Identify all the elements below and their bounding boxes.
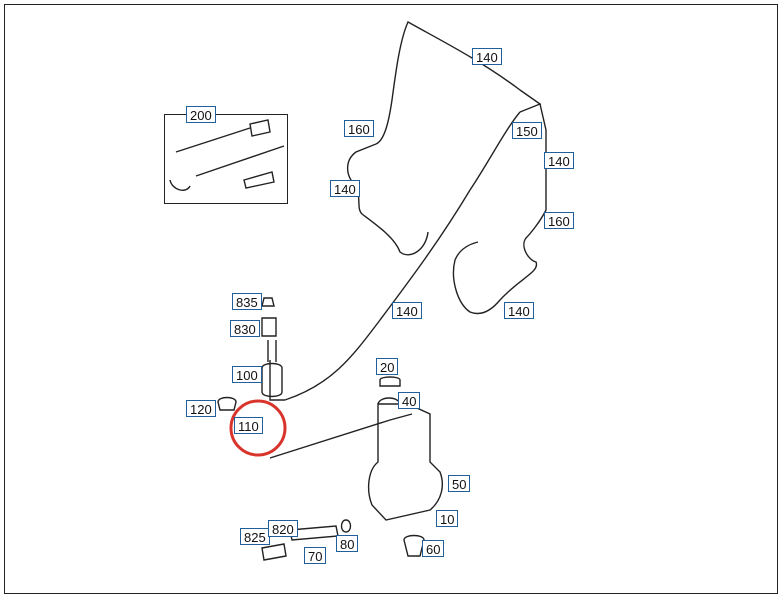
- label-part-20[interactable]: 20: [376, 358, 399, 375]
- fitting-825: [261, 543, 287, 561]
- tank-neck: [377, 397, 401, 405]
- label-part-40[interactable]: 40: [398, 392, 421, 409]
- kit-clip: [169, 179, 191, 191]
- connector-835: [261, 297, 275, 307]
- tank-body: [367, 403, 443, 521]
- kit-fitting: [249, 119, 271, 137]
- label-part-120[interactable]: 120: [186, 400, 216, 417]
- label-part-50[interactable]: 50: [448, 475, 471, 492]
- label-part-150[interactable]: 150: [512, 122, 542, 139]
- kit-box: [164, 114, 288, 204]
- label-part-825[interactable]: 825: [240, 528, 270, 545]
- diagram-frame: [4, 4, 778, 594]
- label-part-60[interactable]: 60: [422, 540, 445, 557]
- label-part-70[interactable]: 70: [304, 547, 327, 564]
- connector-830: [261, 317, 277, 337]
- hose-left-loop: [346, 143, 429, 256]
- pump-outlet: [267, 340, 277, 362]
- label-part-200[interactable]: 200: [186, 106, 216, 123]
- label-part-10[interactable]: 10: [436, 510, 459, 527]
- tank-bracket: [269, 413, 413, 459]
- label-part-140[interactable]: 140: [392, 302, 422, 319]
- label-part-830[interactable]: 830: [230, 320, 260, 337]
- label-part-80[interactable]: 80: [336, 535, 359, 552]
- hose-main: [284, 111, 521, 401]
- grommet-120: [217, 396, 237, 411]
- label-part-160[interactable]: 160: [544, 212, 574, 229]
- kit-tube: [243, 171, 275, 189]
- hose-right: [452, 103, 547, 315]
- kit-hose-1: [175, 127, 251, 153]
- label-part-140[interactable]: 140: [330, 180, 360, 197]
- highlight-circle: [229, 399, 287, 457]
- label-part-835[interactable]: 835: [232, 293, 262, 310]
- seal-80: [340, 519, 352, 533]
- hose-upper: [375, 21, 542, 145]
- label-part-140[interactable]: 140: [504, 302, 534, 319]
- label-part-160[interactable]: 160: [344, 120, 374, 137]
- label-part-140[interactable]: 140: [544, 152, 574, 169]
- grommet-60: [403, 534, 425, 557]
- label-part-140[interactable]: 140: [472, 48, 502, 65]
- label-part-820[interactable]: 820: [268, 520, 298, 537]
- label-part-110[interactable]: 110: [234, 417, 263, 434]
- pump-body: [261, 362, 283, 398]
- hose-pump: [269, 360, 285, 401]
- label-part-100[interactable]: 100: [232, 366, 262, 383]
- cap-20: [379, 376, 401, 387]
- kit-hose-2: [195, 145, 285, 177]
